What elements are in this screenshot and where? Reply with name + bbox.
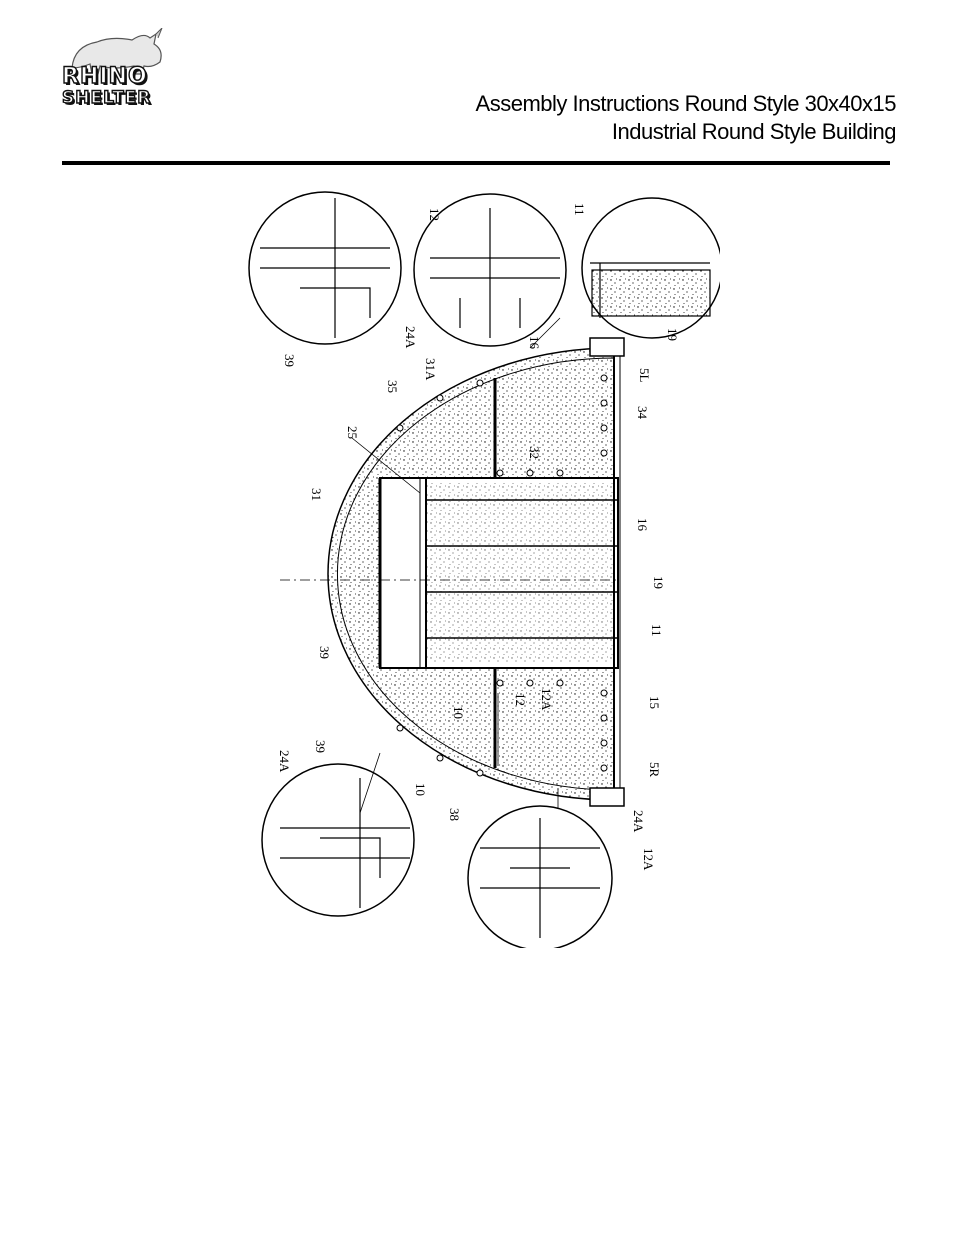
callout-35: 35 [385, 380, 400, 393]
callout-5L: 5L [637, 368, 652, 383]
callout-24A: 24A [403, 326, 418, 349]
page-title: Assembly Instructions Round Style 30x40x… [475, 90, 897, 146]
logo-word-shelter: SHELTER [61, 87, 152, 108]
callout-15: 15 [647, 696, 662, 709]
floor-plan-drawing: 12 11 24A 16 19 39 31A 35 25 5L 34 32 31… [248, 191, 720, 948]
callout-31: 31 [309, 488, 324, 501]
callout-24A-c: 24A [631, 810, 646, 833]
callout-12A: 12A [539, 688, 554, 711]
callout-39-b: 39 [317, 646, 332, 659]
anchor-bolts [396, 374, 608, 777]
callout-25: 25 [345, 426, 360, 439]
rhino-icon [71, 27, 163, 75]
callout-34: 34 [635, 406, 650, 420]
callout-11-b: 11 [649, 624, 664, 637]
logo-word-rhino: RHINO [61, 63, 148, 89]
title-line-2: Industrial Round Style Building [611, 119, 897, 144]
callout-24A-b: 24A [277, 750, 292, 773]
callout-19: 19 [665, 328, 680, 341]
rhino-shelter-logo: RHINO SHELTER [52, 27, 178, 120]
callout-31A: 31A [423, 358, 438, 381]
callout-11: 11 [572, 203, 587, 216]
callout-16: 16 [527, 336, 542, 350]
callout-39-c: 39 [313, 740, 328, 753]
callout-labels: 12 11 24A 16 19 39 31A 35 25 5L 34 32 31… [277, 203, 680, 871]
header-divider [62, 161, 890, 165]
callout-12: 12 [427, 208, 442, 221]
callout-32: 32 [527, 446, 542, 459]
callout-38: 38 [447, 808, 462, 821]
callout-5R: 5R [647, 762, 662, 778]
callout-12A-b: 12A [641, 848, 656, 871]
detail-linework [260, 198, 711, 938]
callout-10-b: 10 [413, 783, 428, 796]
callout-39: 39 [282, 354, 297, 367]
callout-19-b: 19 [651, 576, 666, 589]
callout-12-b: 12 [513, 693, 528, 706]
callout-10: 10 [451, 706, 466, 719]
callout-16-b: 16 [635, 518, 650, 532]
leader-lines [351, 317, 561, 814]
title-line-1: Assembly Instructions Round Style 30x40x… [475, 91, 897, 116]
building-outline [280, 337, 625, 807]
